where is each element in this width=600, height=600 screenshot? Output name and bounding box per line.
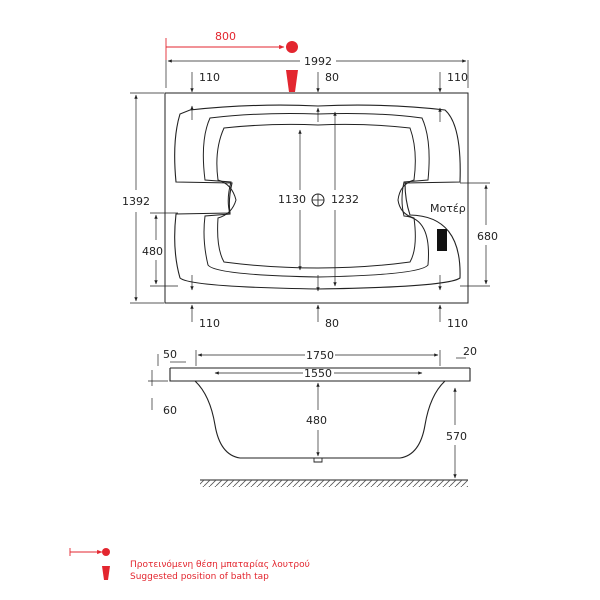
tap-icon [286, 41, 298, 92]
legend-text-english: Suggested position of bath tap [130, 572, 269, 582]
tub-basin [202, 113, 430, 278]
rim-top-left-label: 110 [199, 71, 220, 84]
tub-section-body [169, 368, 471, 459]
total-height-label: 570 [446, 430, 467, 443]
rim-top-center-label: 80 [325, 71, 339, 84]
section-view: 1750 1550 50 20 60 480 570 [148, 345, 477, 487]
rim-bottom-left-label: 110 [199, 317, 220, 330]
left-height-label: 480 [142, 245, 163, 258]
tub-rim-outer [174, 104, 461, 290]
legend-text-greek: Προτεινόμενη θέση μπαταρίας λουτρού [130, 559, 310, 570]
tub-floor [216, 123, 416, 269]
rim-top-right-label: 110 [447, 71, 468, 84]
outer-inner-width-label: 1232 [331, 193, 359, 206]
motor-label: Μοτέρ [430, 202, 466, 215]
legend: Προτεινόμενη θέση μπαταρίας λουτρού Sugg… [69, 548, 310, 582]
rim-left-label: 50 [163, 348, 177, 361]
rim-bottom-center-label: 80 [325, 317, 339, 330]
depth-label: 480 [306, 414, 327, 427]
right-height-label: 680 [477, 230, 498, 243]
top-length-label: 1750 [306, 349, 334, 362]
plan-view: Μοτέρ 800 1992 110 80 110 110 80 [122, 30, 498, 330]
tap-offset-label: 800 [215, 30, 236, 43]
inner-width-label: 1130 [278, 193, 306, 206]
rim-right-label: 20 [463, 345, 477, 358]
motor-icon [437, 229, 447, 251]
drain-icon [311, 193, 325, 207]
rim-bottom-right-label: 110 [447, 317, 468, 330]
overall-length-label: 1992 [304, 55, 332, 68]
tub-outline [164, 92, 469, 304]
drain-stub [313, 458, 323, 463]
rim-thickness-label: 60 [163, 404, 177, 417]
floor-hatch [200, 480, 468, 487]
bottom-length-label: 1550 [304, 367, 332, 380]
overall-width-label: 1392 [122, 195, 150, 208]
legend-tap-icon [102, 548, 110, 556]
